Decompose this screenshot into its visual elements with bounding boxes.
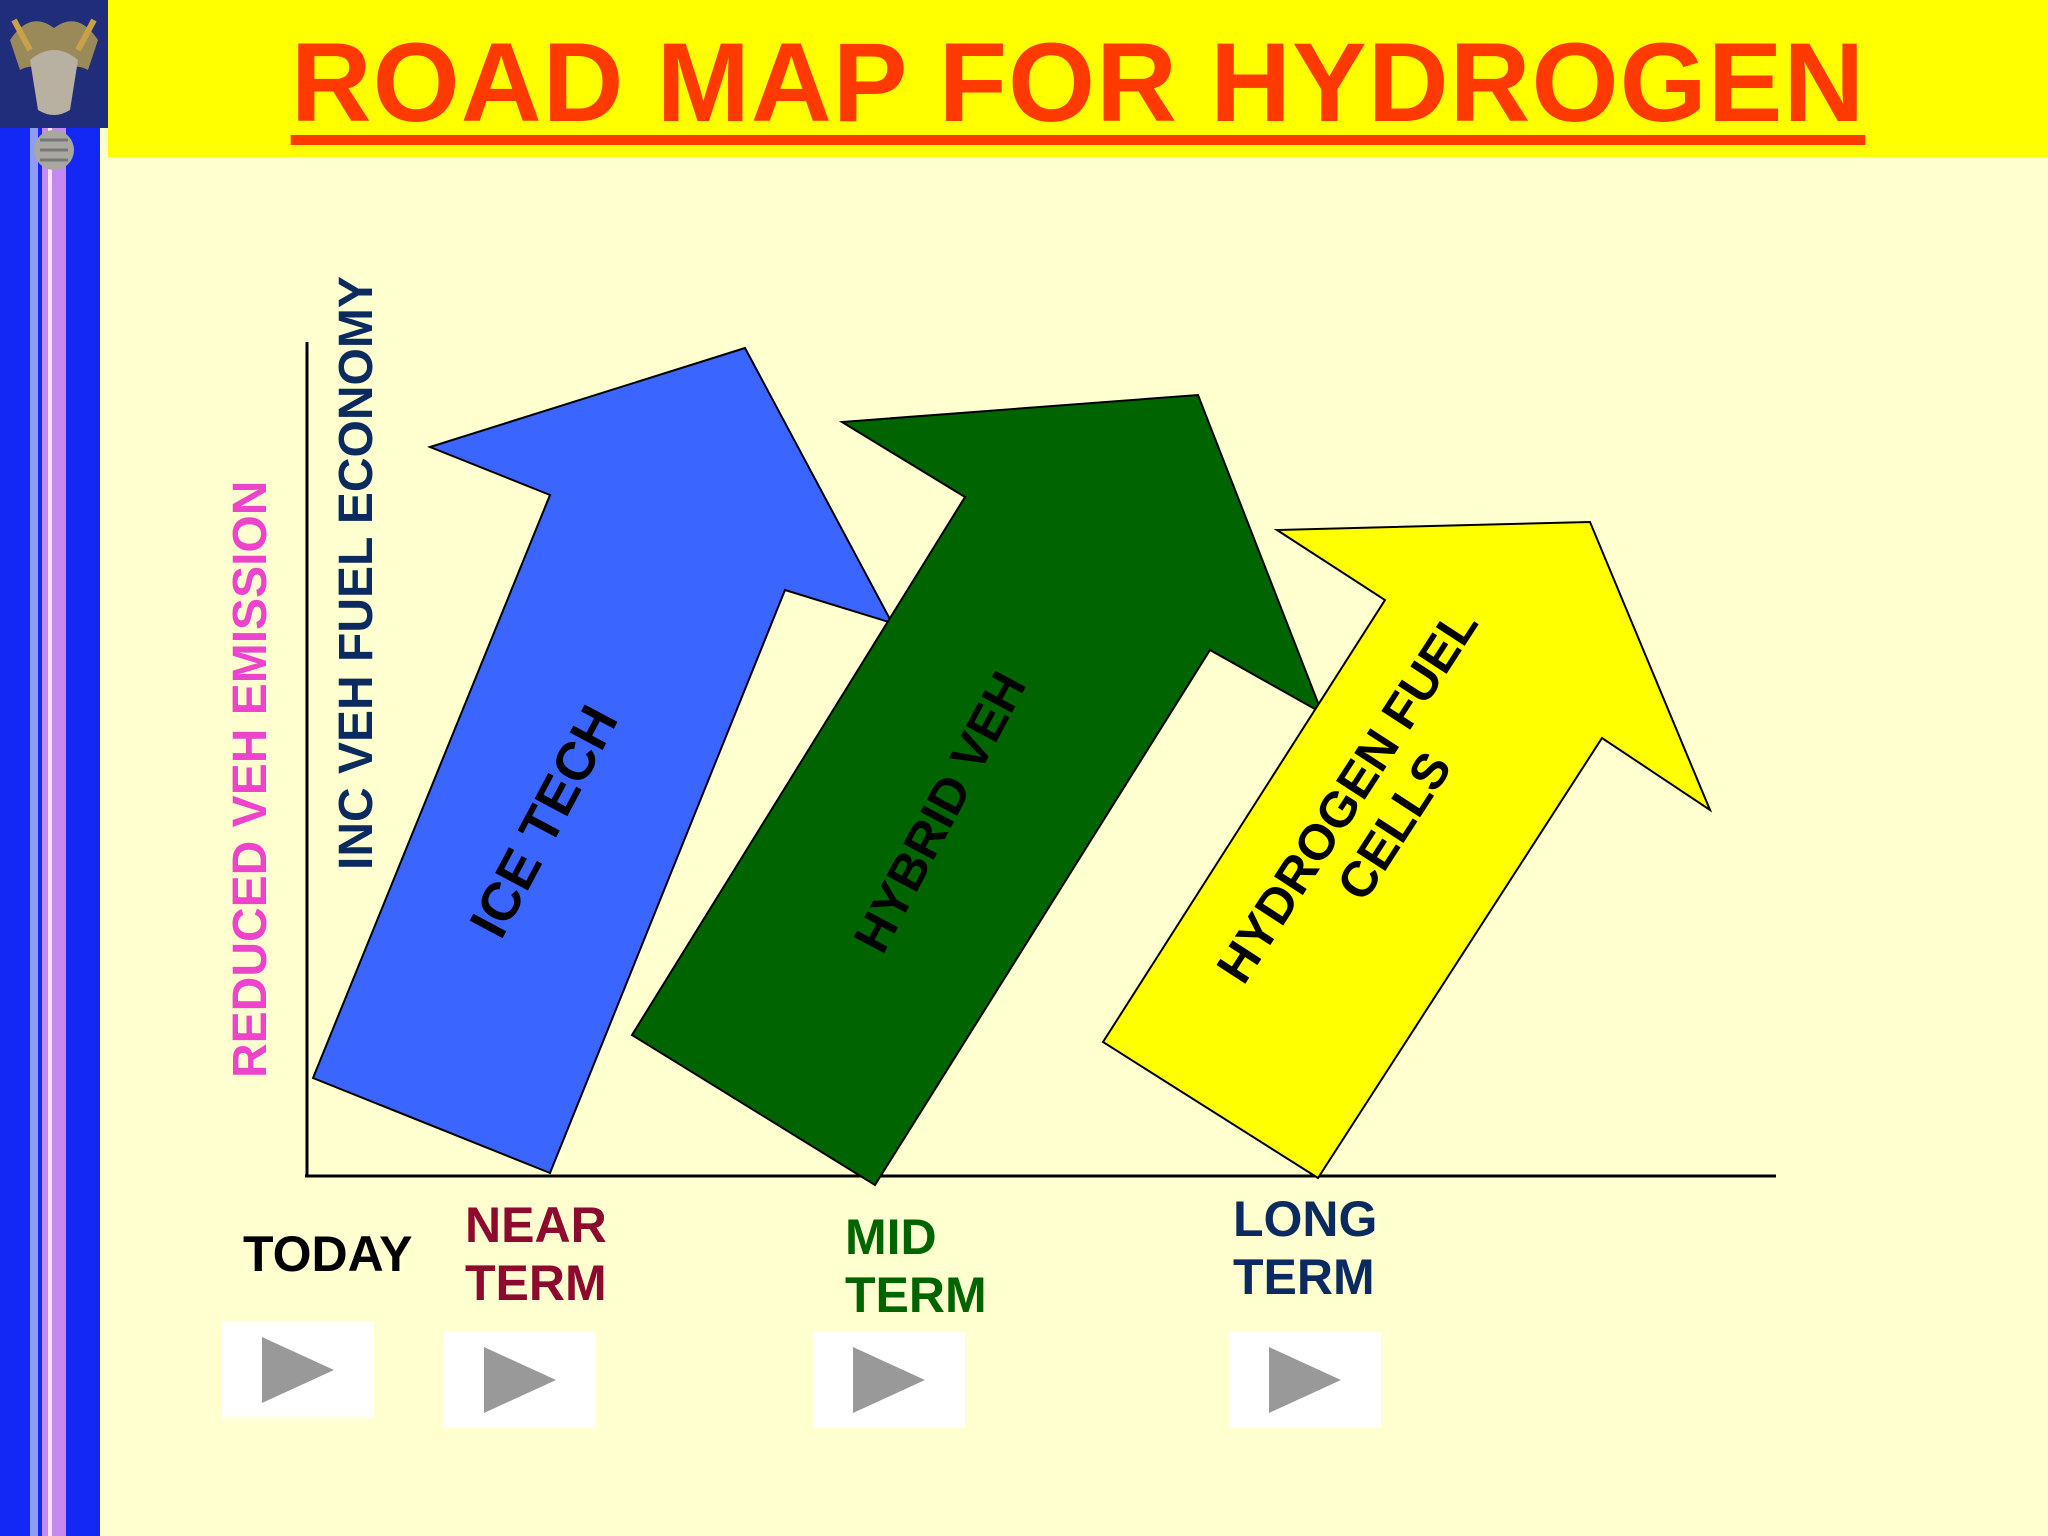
y-axis-label-fuel-economy: INC VEH FUEL ECONOMY [330, 276, 383, 870]
play-icon [1269, 1347, 1341, 1413]
timeline-label-long-term: LONG TERM [1233, 1191, 1378, 1305]
sidebar-accent-line [30, 120, 38, 1536]
page-title: ROAD MAP FOR HYDROGEN [290, 20, 1866, 145]
hybrid-veh-arrow [630, 393, 1324, 1187]
play-icon [484, 1347, 556, 1413]
hydrogen-fuel-cells-arrow [1101, 520, 1713, 1180]
play-icon [853, 1347, 925, 1413]
y-axis-label-emission: REDUCED VEH EMISSION [224, 481, 277, 1078]
title-band [108, 0, 2048, 157]
crest-emblem-icon [0, 0, 108, 170]
timeline-label-near-term: NEAR TERM [465, 1197, 607, 1311]
timeline-label-today: TODAY [243, 1226, 413, 1282]
play-button-near-term[interactable] [444, 1332, 596, 1428]
ice-tech-arrow [311, 346, 895, 1175]
play-button-today[interactable] [222, 1322, 374, 1418]
sidebar-violet-stripe [42, 120, 66, 1536]
play-button-mid-term[interactable] [813, 1332, 965, 1428]
timeline-label-mid-term: MID TERM [845, 1209, 987, 1323]
play-button-long-term[interactable] [1229, 1332, 1381, 1428]
play-icon [262, 1337, 334, 1403]
